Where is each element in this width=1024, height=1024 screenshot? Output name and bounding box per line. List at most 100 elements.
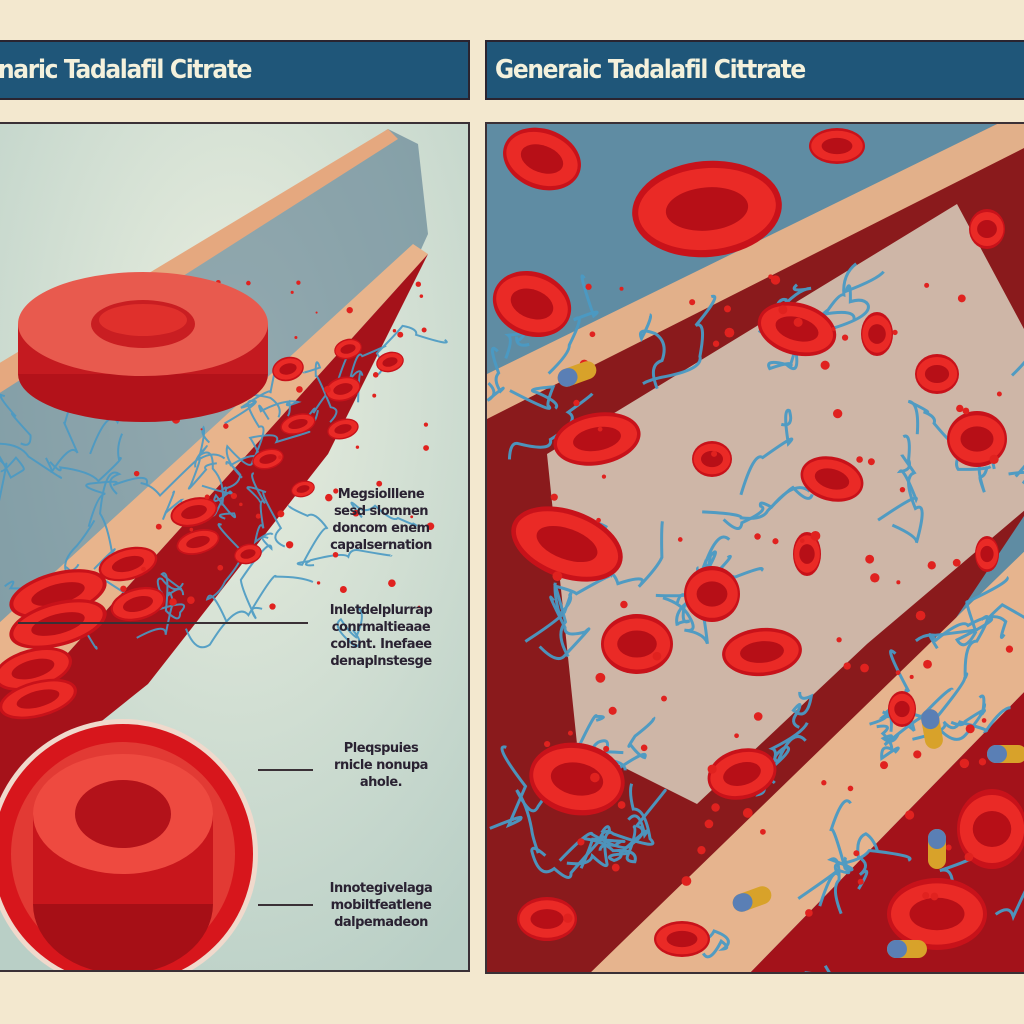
red-blood-cell <box>861 312 893 356</box>
blood-particle <box>768 274 773 280</box>
blood-particle <box>989 454 999 465</box>
red-blood-cell <box>325 376 361 402</box>
blood-particle <box>956 404 964 413</box>
blood-vessel-branch <box>739 408 794 496</box>
red-blood-cell <box>492 270 572 338</box>
blood-particle <box>904 810 915 820</box>
blood-particle <box>392 329 397 333</box>
blood-particle <box>922 892 930 899</box>
red-blood-cell <box>947 411 1007 467</box>
blood-particle <box>421 327 427 333</box>
blood-vessel-branch <box>699 535 731 582</box>
blood-vessel-branch <box>662 596 709 645</box>
blood-particle <box>704 819 714 829</box>
blood-vessel-branch <box>258 399 302 421</box>
blood-particle <box>563 913 573 923</box>
blood-particle <box>831 327 836 332</box>
leader-line <box>258 769 313 771</box>
blood-particle <box>620 600 628 609</box>
blood-particle <box>857 878 864 885</box>
blood-vessel-branch <box>538 595 591 661</box>
blood-particle <box>141 566 146 572</box>
blood-particle <box>697 846 706 855</box>
red-blood-cell <box>707 748 777 800</box>
capsule-pill-icon <box>928 829 946 869</box>
blood-particle <box>805 909 813 917</box>
blood-particle <box>155 523 162 530</box>
blood-particle <box>577 838 585 846</box>
red-blood-cell <box>888 691 916 727</box>
blood-particle <box>603 745 610 752</box>
blood-particle <box>617 801 626 809</box>
blood-particle <box>981 718 987 723</box>
blood-vessel-branch <box>0 393 32 446</box>
blood-particle <box>397 331 404 338</box>
blood-particle <box>836 637 842 643</box>
blood-particle <box>707 764 717 774</box>
blood-particle <box>778 305 788 315</box>
blood-particle <box>278 455 282 460</box>
red-blood-cell <box>692 441 732 477</box>
blood-particle <box>964 852 974 862</box>
blood-particle <box>315 311 318 314</box>
red-blood-cell <box>632 160 782 258</box>
blood-particle <box>611 863 620 872</box>
blood-vessel-detail-illustration <box>487 124 1024 972</box>
blood-particle <box>269 603 276 610</box>
blood-particle <box>1005 645 1014 653</box>
blood-vessel-branch <box>93 471 122 570</box>
red-blood-cell <box>170 497 218 527</box>
blood-particle <box>677 537 683 542</box>
red-blood-cell <box>0 647 72 691</box>
red-blood-cell <box>529 742 625 816</box>
blood-particle <box>230 492 237 500</box>
blood-vessel-branch <box>876 724 900 762</box>
blood-vessel-branch <box>827 856 854 915</box>
blood-particle <box>417 605 421 609</box>
blood-particle <box>799 538 805 543</box>
capsule-pill-icon <box>887 940 927 958</box>
blood-particle <box>590 772 600 783</box>
red-blood-cell <box>252 448 284 470</box>
red-blood-cell <box>793 532 821 576</box>
blood-particle <box>567 730 573 736</box>
blood-particle <box>793 317 803 327</box>
blood-vessel-branch <box>288 504 329 566</box>
blood-particle <box>120 585 127 592</box>
blood-particle <box>945 844 952 851</box>
blood-vessel-branch <box>596 783 655 846</box>
blood-particle <box>924 282 930 288</box>
right-title-banner: Generaic Tadalafil Cittrate <box>485 40 1024 100</box>
blood-vessel-branch <box>336 605 363 648</box>
blood-particle <box>285 541 294 549</box>
left-title-banner: naric Tadalafil Citrate <box>0 40 470 100</box>
blood-particle <box>899 486 906 493</box>
blood-vessel-branch <box>0 442 63 502</box>
blood-particle <box>372 393 377 398</box>
blood-vessel-branch <box>994 890 1024 922</box>
blood-particle <box>927 561 936 570</box>
blood-particle <box>742 808 753 818</box>
blood-particle <box>200 428 203 431</box>
red-blood-cell <box>887 878 987 950</box>
blood-particle <box>892 329 898 336</box>
red-blood-cell <box>280 413 316 435</box>
blood-vessel-branch <box>524 582 573 643</box>
blood-particle <box>867 458 875 466</box>
blood-vessel-branch <box>702 485 814 520</box>
red-blood-cell <box>553 412 641 466</box>
blood-vessel-branch <box>530 834 606 879</box>
blood-particle <box>426 522 435 531</box>
blood-vessel-branch <box>156 572 186 620</box>
blood-vessel-branch <box>912 706 1011 741</box>
blood-vessel-branch <box>642 294 717 385</box>
blood-vessel-branch <box>638 313 666 390</box>
blood-particle <box>601 474 607 479</box>
blood-particle <box>296 280 301 285</box>
blood-particle <box>619 286 624 291</box>
blood-particle <box>959 758 970 769</box>
blood-particle <box>996 391 1002 397</box>
blood-particle <box>325 493 333 502</box>
blood-particle <box>760 828 766 835</box>
